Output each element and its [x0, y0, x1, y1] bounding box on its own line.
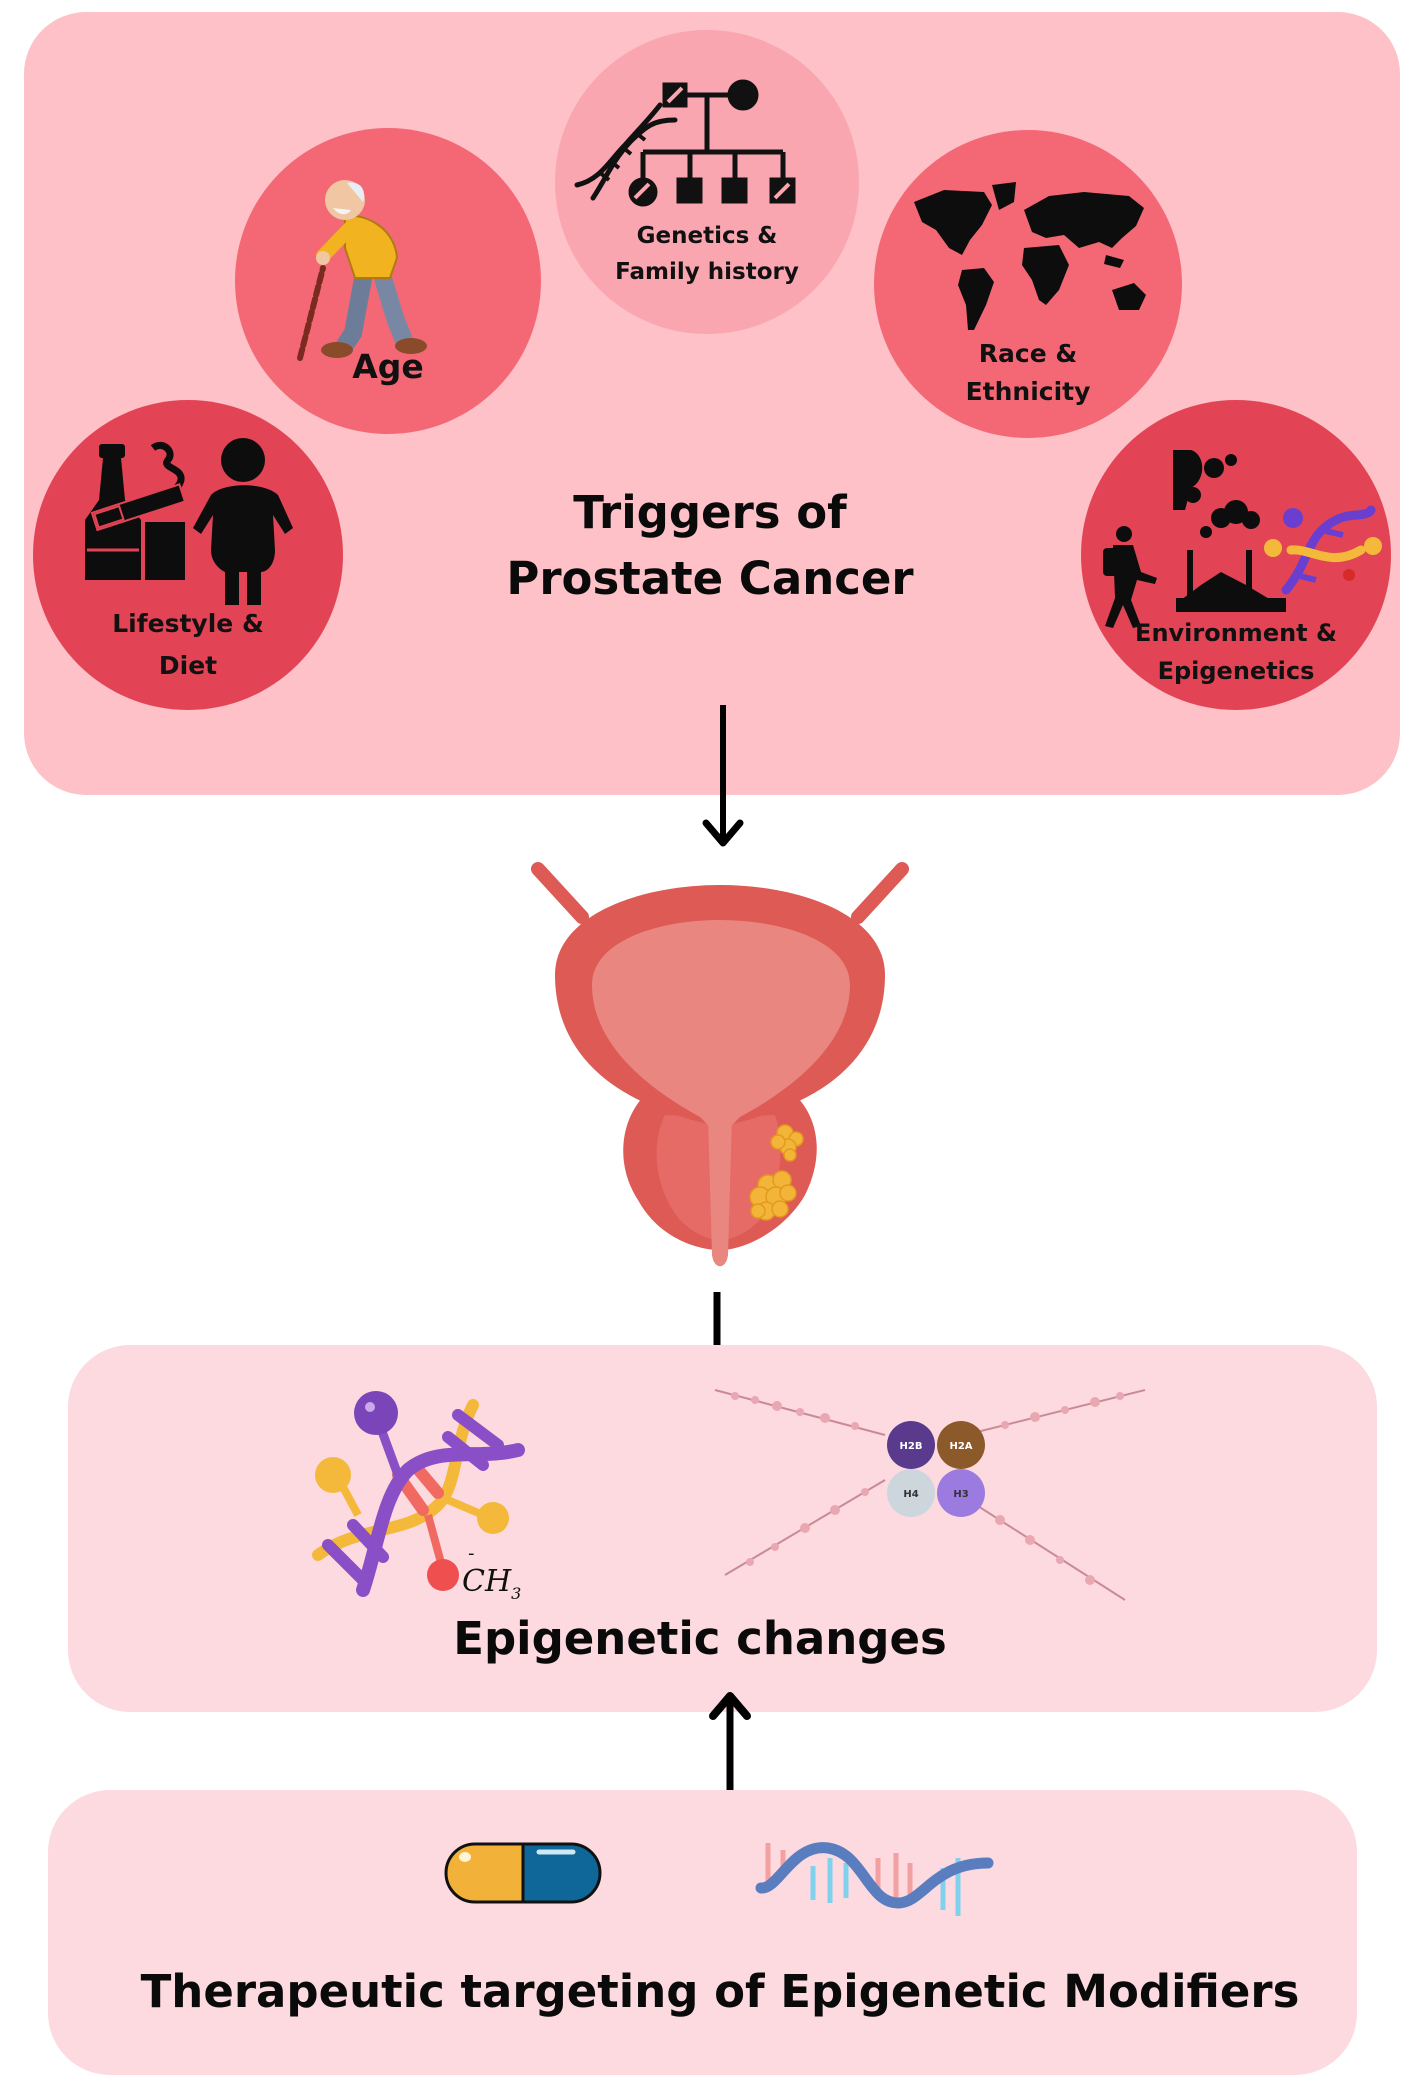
histone-h4-label: H4 — [903, 1489, 918, 1500]
arrow-down-triggers-to-organ — [702, 705, 744, 847]
dna-methylation-icon: CH3 - — [312, 1391, 525, 1603]
factor-genetics-label-2: Family history — [615, 259, 799, 285]
therapy-title: Therapeutic targeting of Epigenetic Modi… — [140, 1965, 1300, 2018]
factor-environment-label-2: Epigenetics — [1157, 657, 1315, 685]
triggers-title-line-1: Triggers of — [573, 486, 847, 539]
factor-race-label-1: Race & — [978, 339, 1078, 368]
prostate-bladder-icon — [531, 862, 909, 1267]
therapy-panel — [48, 1790, 1357, 2075]
factor-age: Age — [235, 128, 541, 434]
factor-lifestyle: Lifestyle & Diet — [33, 400, 343, 710]
factor-race: Race & Ethnicity — [874, 130, 1182, 438]
arrow-up-therapy-to-epigenetic — [709, 1692, 751, 1798]
factor-environment-label-1: Environment & — [1135, 619, 1337, 647]
factor-genetics-label-1: Genetics & — [636, 223, 778, 249]
capsule-icon — [444, 1842, 602, 1904]
methyl-label: CH3 — [462, 1564, 521, 1603]
factor-environment: Environment & Epigenetics — [1081, 400, 1391, 710]
factor-race-label-2: Ethnicity — [965, 377, 1091, 406]
factor-genetics: Genetics & Family history — [555, 30, 859, 334]
histone-octamer-icon: H2B H2A H4 H3 — [714, 1389, 1146, 1601]
histone-h3-label: H3 — [953, 1489, 968, 1500]
histone-h2b-label: H2B — [900, 1441, 923, 1452]
rna-strand-icon — [755, 1842, 994, 1916]
dna-pedigree-icon — [574, 79, 796, 207]
triggers-title-line-2: Prostate Cancer — [506, 552, 914, 605]
triggers-title: Triggers of Prostate Cancer — [430, 480, 990, 612]
pollution-dna-icon — [1103, 450, 1382, 628]
alcohol-smoking-obesity-icon — [85, 438, 293, 605]
elderly-man-icon — [297, 180, 427, 361]
methyl-charge: - — [468, 1543, 475, 1564]
epigenetic-changes-title: Epigenetic changes — [453, 1612, 947, 1665]
factor-age-label: Age — [352, 347, 424, 386]
histone-h2a-label: H2A — [949, 1441, 972, 1452]
world-map-icon — [914, 182, 1146, 330]
factor-lifestyle-label-2: Diet — [158, 651, 218, 680]
epigenetic-panel — [68, 1345, 1377, 1712]
factor-lifestyle-label-1: Lifestyle & — [112, 609, 264, 638]
